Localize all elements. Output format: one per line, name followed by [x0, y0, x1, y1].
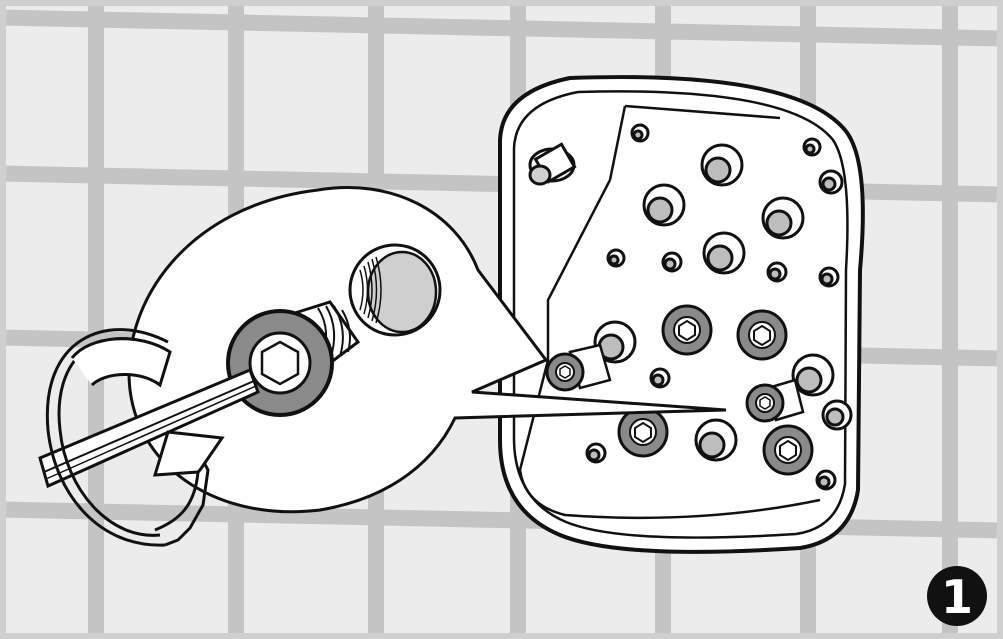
hex-socket-plug-icon [738, 311, 786, 359]
hex-socket-plug-icon [619, 408, 667, 456]
step-number: 1 [941, 570, 973, 624]
hex-socket-plug-icon [764, 426, 812, 474]
valve-body-plate [500, 77, 863, 552]
step-number-badge: 1 [927, 566, 987, 626]
threaded-port [350, 245, 440, 335]
hex-socket-plug-icon [663, 306, 711, 354]
removed-plug-right [747, 380, 803, 421]
